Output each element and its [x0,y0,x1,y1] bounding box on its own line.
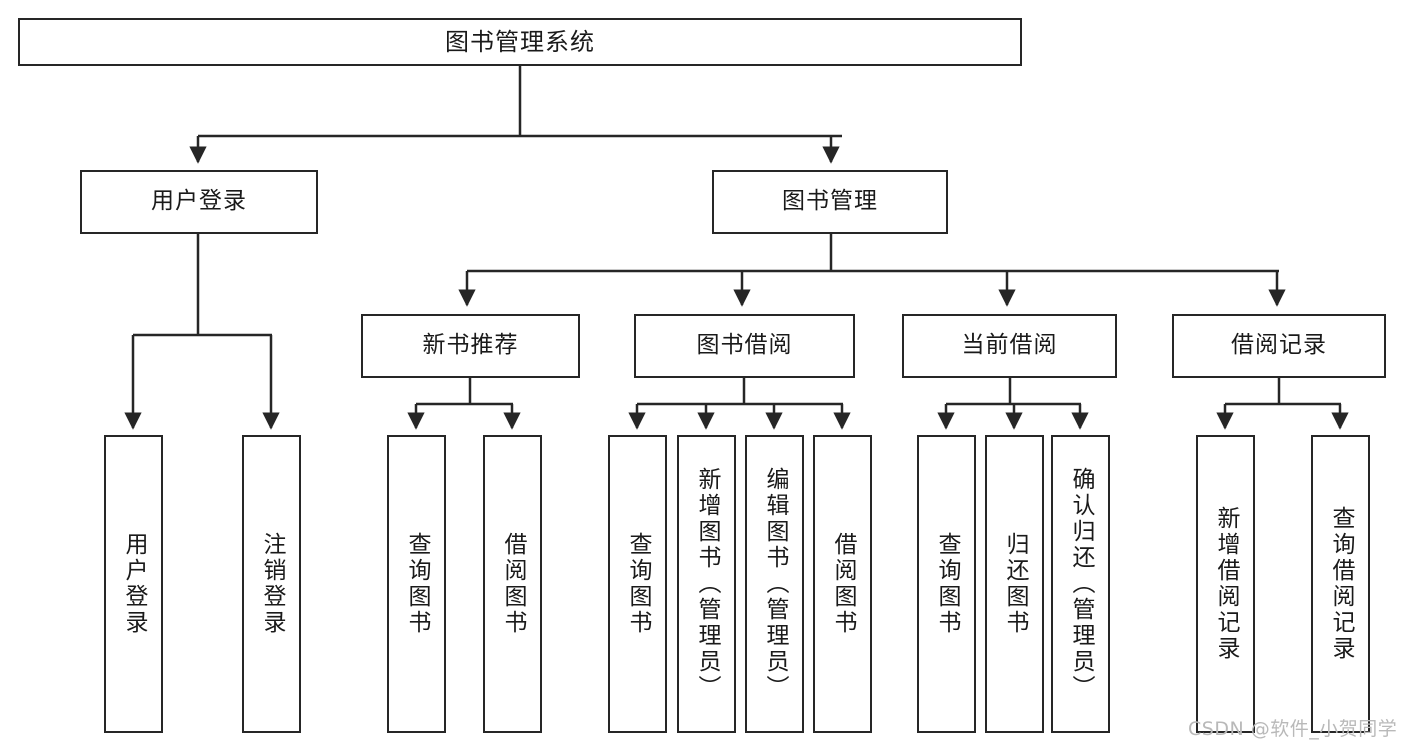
node-label: 新书推荐 [422,332,519,359]
leaf-cb-return-book[interactable]: 归还图书 [985,435,1044,733]
node-label: 查询图书 [934,532,960,636]
node-label: 归还图书 [1002,532,1028,636]
node-label: 新增图书（管理员） [694,467,720,701]
node-label: 当前借阅 [961,332,1058,359]
node-label: 用户登录 [121,532,147,636]
watermark: CSDN @软件_小贺同学 [1188,718,1398,740]
node-user-login[interactable]: 用户登录 [80,170,318,234]
node-label: 图书借阅 [696,332,793,359]
node-label: 注销登录 [259,532,285,636]
node-book-management[interactable]: 图书管理 [712,170,948,234]
node-label: 借阅图书 [830,532,856,636]
node-label: 借阅记录 [1231,332,1327,359]
node-label: 确认归还（管理员） [1068,467,1094,701]
leaf-cb-confirm-return-admin[interactable]: 确认归还（管理员） [1051,435,1110,733]
node-root-book-management-system[interactable]: 图书管理系统 [18,18,1022,66]
leaf-user-login[interactable]: 用户登录 [104,435,163,733]
node-label: 查询图书 [625,532,651,636]
leaf-bb-edit-book-admin[interactable]: 编辑图书（管理员） [745,435,804,733]
leaf-nb-borrow-book[interactable]: 借阅图书 [483,435,542,733]
leaf-br-query-record[interactable]: 查询借阅记录 [1311,435,1370,733]
node-label: 新增借阅记录 [1213,506,1239,662]
node-label: 用户登录 [151,188,247,215]
leaf-bb-borrow-book[interactable]: 借阅图书 [813,435,872,733]
node-current-borrow[interactable]: 当前借阅 [902,314,1117,378]
node-label: 查询借阅记录 [1328,506,1354,662]
leaf-br-add-record[interactable]: 新增借阅记录 [1196,435,1255,733]
node-new-book-recommend[interactable]: 新书推荐 [361,314,580,378]
leaf-bb-query-book[interactable]: 查询图书 [608,435,667,733]
node-borrow-record[interactable]: 借阅记录 [1172,314,1386,378]
node-label: 借阅图书 [500,532,526,636]
leaf-cb-query-book[interactable]: 查询图书 [917,435,976,733]
leaf-logout-login[interactable]: 注销登录 [242,435,301,733]
node-label: 图书管理 [782,188,878,215]
node-label: 编辑图书（管理员） [762,467,788,701]
node-label: 查询图书 [404,532,430,636]
node-label: 图书管理系统 [445,27,595,56]
leaf-bb-add-book-admin[interactable]: 新增图书（管理员） [677,435,736,733]
leaf-nb-query-book[interactable]: 查询图书 [387,435,446,733]
node-book-borrow[interactable]: 图书借阅 [634,314,855,378]
